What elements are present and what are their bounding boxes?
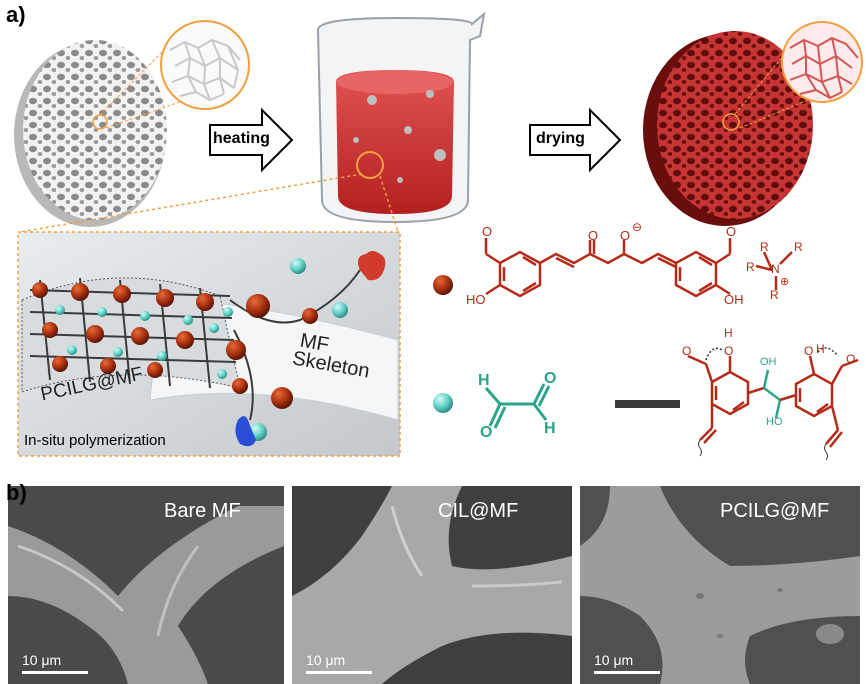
sem-bare-mf-texture xyxy=(8,486,284,684)
legend-red-ball xyxy=(433,275,453,295)
product-o3: O xyxy=(804,344,814,358)
sem-title-pcilg-mf: PCILG@MF xyxy=(720,500,830,522)
process-label: In-situ polymerization xyxy=(24,432,166,449)
plus-charge: ⊕ xyxy=(780,276,790,288)
heating-label: heating xyxy=(213,130,270,147)
polymerization-inset xyxy=(17,231,401,457)
panel-a-label: a) xyxy=(6,2,26,27)
sem-scalebar-pcilg-mf xyxy=(594,671,660,674)
sem-title-bare-mf: Bare MF xyxy=(164,500,241,522)
ammonium-r-bottom: R xyxy=(770,288,779,302)
sem-scalebar-bare-mf xyxy=(22,671,88,674)
methoxy-o-right: O xyxy=(726,224,737,239)
sem-title-cil-mf: CIL@MF xyxy=(438,500,519,522)
ammonium-r-top: R xyxy=(760,240,769,254)
heating-arrow xyxy=(209,107,294,173)
sem-scale-pcilg-mf: 10 μm xyxy=(594,652,634,668)
sem-image-cil-mf: CIL@MF 10 μm xyxy=(292,486,572,684)
product-oh-top: OH xyxy=(760,356,777,368)
product-h1: H xyxy=(724,326,733,340)
enolate-o: O xyxy=(620,228,631,243)
drying-label: drying xyxy=(536,130,585,147)
panel-a-figure xyxy=(14,11,863,461)
ammonium-r-left: R xyxy=(746,260,755,274)
product-o4: O xyxy=(846,352,856,366)
oh-right: OH xyxy=(724,292,744,307)
curcumin-structure xyxy=(484,238,793,298)
minus-charge: ⊖ xyxy=(632,220,643,234)
product-o1: O xyxy=(682,344,692,358)
ho-left: HO xyxy=(466,292,486,307)
ammonium-r-right: R xyxy=(794,240,803,254)
glyoxal-h2: H xyxy=(544,420,556,437)
mf-zoom-circle xyxy=(99,20,250,129)
product-o2: O xyxy=(724,344,734,358)
connector-bar xyxy=(615,400,680,408)
product-structure xyxy=(687,347,859,461)
pcilg-zoom-circle xyxy=(734,21,863,129)
legend-teal-ball xyxy=(433,393,453,413)
glyoxal-h1: H xyxy=(478,372,490,389)
ammonium-n: N xyxy=(771,262,780,276)
mf-foam-disc xyxy=(14,40,167,227)
pcilg-foam-disc xyxy=(643,31,813,226)
glyoxal-o1: O xyxy=(480,424,493,441)
sem-image-bare-mf: Bare MF 10 μm xyxy=(8,486,284,684)
sem-scale-bare-mf: 10 μm xyxy=(22,652,62,668)
product-ho-bottom: HO xyxy=(766,416,783,428)
sem-cil-mf-texture xyxy=(292,486,572,684)
sem-image-pcilg-mf: PCILG@MF 10 μm xyxy=(580,486,860,684)
glyoxal-structure xyxy=(484,383,551,429)
panel-b-label: b) xyxy=(6,480,27,505)
product-h2: H xyxy=(816,342,825,356)
ketone-o: O xyxy=(588,228,599,243)
methoxy-o-left: O xyxy=(482,224,493,239)
sem-scalebar-cil-mf xyxy=(306,671,372,674)
beaker xyxy=(316,11,486,224)
glyoxal-o2: O xyxy=(544,370,557,387)
sem-pcilg-mf-texture xyxy=(580,486,860,684)
sem-scale-cil-mf: 10 μm xyxy=(306,652,346,668)
drying-arrow xyxy=(529,107,622,173)
